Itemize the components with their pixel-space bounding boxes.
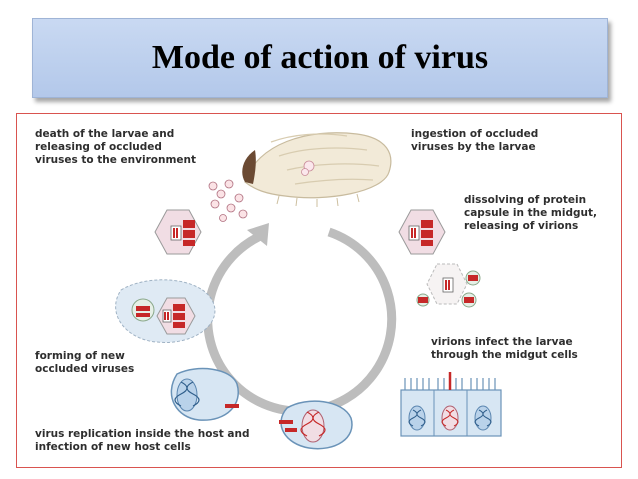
slide-title: Mode of action of virus [151,39,489,76]
label-ingestion: ingestion of occluded viruses by the lar… [411,128,539,153]
occlusion-body-left [154,209,202,255]
forming-cell [115,279,216,343]
label-death: death of the larvae and releasing of occ… [35,128,196,166]
dissolving-capsule [416,263,481,308]
label-infect: virions infect the larvae through the mi… [431,336,578,361]
released-occlusion-bodies [208,179,248,222]
diagram-frame: death of the larvae and releasing of occ… [16,113,622,468]
host-cell-replication [170,367,239,421]
midgut-cells [400,372,502,437]
label-dissolving: dissolving of protein capsule in the mid… [464,194,597,232]
larva-illustration [242,132,392,207]
title-banner: Mode of action of virus [32,18,608,98]
host-cell-infection [279,400,353,450]
label-forming: forming of new occluded viruses [35,350,135,375]
life-cycle-diagram [115,132,502,450]
label-replication: virus replication inside the host and in… [35,428,250,453]
occlusion-body-right [398,209,446,255]
